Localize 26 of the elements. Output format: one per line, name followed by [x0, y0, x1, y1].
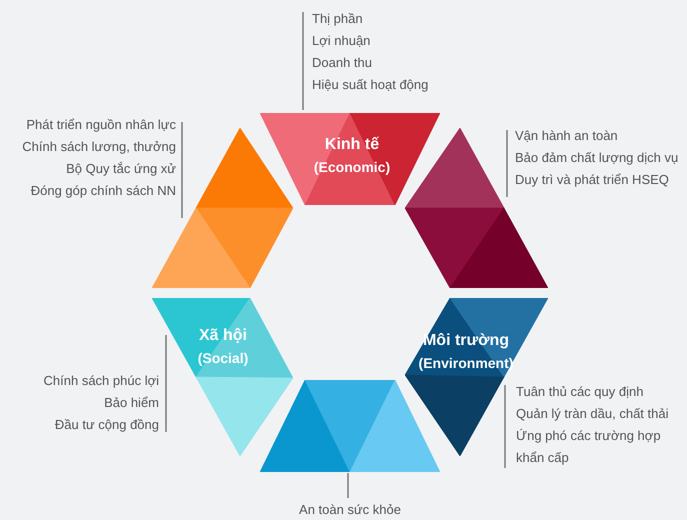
segment-title: Kinh tế: [324, 135, 380, 155]
item-text: Chính sách lương, thưởng: [22, 138, 176, 156]
trapezoid-shape: [260, 380, 440, 472]
item-text: Tuân thủ các quy định: [516, 383, 644, 401]
economic-trapezoid: [260, 113, 440, 205]
item-text: Doanh thu: [312, 54, 372, 72]
item-text: Đầu tư cộng đồng: [54, 416, 159, 434]
item-text: Duy trì và phát triển HSEQ: [515, 171, 669, 189]
item-text: Ứng phó các trường hợp khẩn cấp: [516, 427, 662, 467]
item-text: Thị phần: [312, 10, 363, 28]
item-text: Đóng góp chính sách NN: [30, 182, 176, 200]
item-text: Phát triển nguồn nhân lực: [26, 116, 176, 134]
segment-title: Xã hội: [198, 326, 247, 346]
item-text: Lợi nhuận: [312, 32, 370, 50]
segment-title: Môi trường: [422, 331, 510, 351]
item-text: Bộ Quy tắc ứng xử: [66, 160, 176, 178]
item-text: Hiệu suất hoạt động: [312, 76, 428, 94]
item-text: Vận hành an toàn: [515, 127, 618, 145]
item-text: Quản lý tràn dầu, chất thải: [516, 405, 668, 423]
item-text: Bảo đảm chất lượng dịch vụ: [515, 149, 678, 167]
segment-title: (Environment): [418, 354, 514, 373]
item-text: An toàn sức khỏe: [299, 501, 401, 519]
item-text: Bảo hiểm: [104, 394, 159, 412]
segment-title: (Economic): [314, 158, 390, 177]
segment-title: (Social): [198, 349, 248, 368]
item-text: Chính sách phúc lợi: [44, 372, 159, 390]
